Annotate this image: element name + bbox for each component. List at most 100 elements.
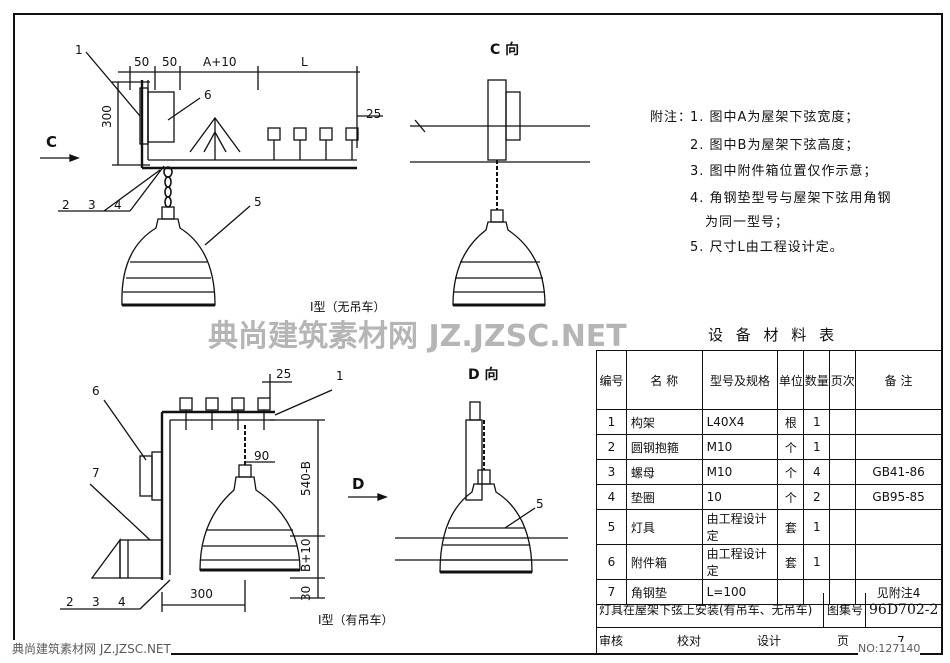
dim-25: 25 — [366, 107, 382, 121]
note-3: 3. 图中附件箱位置仅作示意； — [690, 164, 878, 179]
atlas-number: 96D702-2 — [869, 602, 939, 618]
callout-b2: 2 — [66, 595, 74, 609]
cell-remark — [855, 544, 942, 580]
callout-3: 3 — [88, 198, 96, 212]
view-d — [395, 401, 568, 574]
drawing-title: 灯具在屋架下弦上安装(有吊车、无吊车) — [599, 603, 813, 617]
cell-name: 垫圈 — [625, 484, 703, 510]
dim-540b: 540-B — [299, 460, 313, 496]
dim-b25: 25 — [276, 367, 292, 381]
th-no: 编号 — [596, 350, 627, 410]
th-name: 名 称 — [625, 350, 703, 410]
watermark-id: NO:127140 — [858, 642, 921, 655]
cell-name: 螺母 — [625, 459, 703, 485]
cell-name: 角钢垫 — [625, 579, 703, 605]
cell-spec: 由工程设计定 — [701, 544, 779, 580]
cell-qty: 1 — [803, 544, 831, 580]
cell-no: 2 — [596, 434, 627, 460]
cell-remark — [855, 409, 942, 435]
view-c-label: C 向 — [490, 42, 520, 58]
cell-no: 4 — [596, 484, 627, 510]
notes-head: 附注： — [650, 110, 693, 125]
view-d-label: D 向 — [468, 367, 499, 383]
cell-spec: M10 — [701, 459, 779, 485]
cell-name: 构架 — [625, 409, 703, 435]
cell-name: 圆钢抱箍 — [625, 434, 703, 460]
page-label: 页 — [837, 634, 850, 648]
cell-remark: GB41-86 — [855, 459, 942, 485]
cell-spec: L40X4 — [701, 409, 779, 435]
dim-l: L — [301, 55, 308, 69]
signature-row: 审核 校对 设计 页 7 — [596, 628, 942, 654]
title-block: 灯具在屋架下弦上安装(有吊车、无吊车) 图集号 96D702-2 — [596, 593, 942, 628]
callout-2: 2 — [62, 198, 70, 212]
cell-unit: 套 — [777, 509, 805, 545]
th-page: 页次 — [829, 350, 857, 410]
dim-b10: B+10 — [299, 538, 313, 572]
design-label: 设计 — [757, 634, 782, 648]
watermark-large: 典尚建筑素材网 JZ.JZSC.NET — [208, 319, 627, 354]
cell-unit: 个 — [777, 459, 805, 485]
note-1: 1. 图中A为屋架下弦宽度； — [690, 110, 860, 125]
cell-qty: 4 — [803, 459, 831, 485]
cell-page — [829, 509, 857, 545]
cell-unit: 根 — [777, 409, 805, 435]
arrow-d-label: D — [352, 475, 365, 493]
arrow-c-label: C — [46, 133, 58, 151]
cell-remark — [855, 509, 942, 545]
review-label: 审核 — [599, 634, 624, 648]
cell-qty: 2 — [803, 484, 831, 510]
dim-b300: 300 — [190, 587, 213, 601]
atlas-label: 图集号 — [827, 603, 864, 617]
callout-b1: 1 — [336, 369, 344, 383]
callout-b3: 3 — [92, 595, 100, 609]
note-5: 5. 尺寸L由工程设计定。 — [690, 240, 844, 255]
dim-a10: A+10 — [203, 55, 237, 69]
callout-6: 6 — [204, 88, 212, 102]
type1-caption: Ⅰ型（无吊车） — [310, 300, 386, 314]
table-header-row: 编号 名 称 型号及规格 单位 数量 页次 备 注 — [596, 350, 942, 410]
cell-unit: 个 — [777, 484, 805, 510]
table-title: 设 备 材 料 表 — [708, 326, 839, 344]
cell-remark — [855, 434, 942, 460]
note-2: 2. 图中B为屋架下弦高度； — [690, 138, 860, 153]
cell-page — [829, 459, 857, 485]
cell-unit: 套 — [777, 544, 805, 580]
page-number: 7 — [897, 634, 905, 648]
cell-qty: 1 — [803, 409, 831, 435]
cell-spec: 10 — [701, 484, 779, 510]
watermark-small: 典尚建筑素材网 JZ.JZSC.NET — [12, 640, 171, 657]
type2-caption: Ⅰ型（有吊车） — [318, 613, 394, 627]
cell-spec: M10 — [701, 434, 779, 460]
cell-qty: 1 — [803, 434, 831, 460]
th-qty: 数量 — [803, 350, 831, 410]
callout-b5: 5 — [536, 497, 544, 511]
dim-30: 30 — [299, 585, 313, 601]
cell-qty: 1 — [803, 509, 831, 545]
callout-b6: 6 — [92, 384, 100, 398]
sheet-border — [13, 13, 943, 655]
callout-b7: 7 — [92, 466, 100, 480]
callout-1: 1 — [75, 43, 83, 57]
cell-no: 5 — [596, 509, 627, 545]
note-4: 4. 角钢垫型号与屋架下弦用角钢 — [690, 191, 892, 206]
th-remark: 备 注 — [855, 350, 942, 410]
cell-spec: L=100 — [701, 579, 779, 605]
callout-5: 5 — [254, 195, 262, 209]
cell-no: 6 — [596, 544, 627, 580]
dim-300: 300 — [100, 105, 114, 128]
dim-50b: 50 — [162, 55, 178, 69]
cell-no: 3 — [596, 459, 627, 485]
cell-page — [829, 484, 857, 510]
cell-remark: GB95-85 — [855, 484, 942, 510]
note-4b: 为同一型号； — [705, 215, 790, 230]
